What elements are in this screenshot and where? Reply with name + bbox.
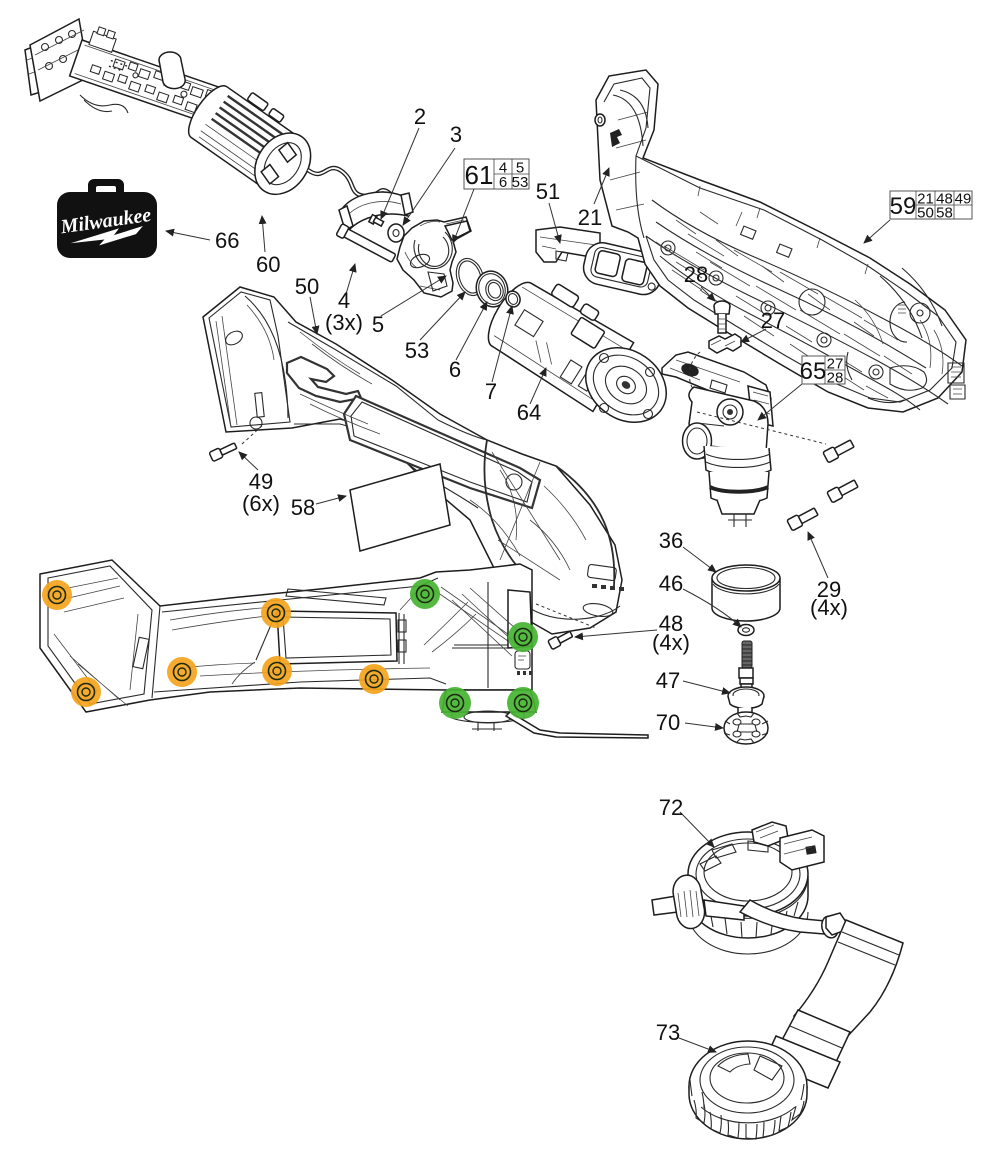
svg-text:5: 5 — [516, 160, 524, 177]
svg-text:58: 58 — [936, 205, 953, 222]
svg-text:(4x): (4x) — [810, 595, 848, 620]
svg-text:(3x): (3x) — [325, 310, 363, 335]
svg-text:6: 6 — [449, 357, 461, 382]
svg-text:50: 50 — [295, 274, 319, 299]
svg-text:28: 28 — [827, 370, 844, 387]
svg-text:27: 27 — [827, 356, 844, 373]
svg-text:5: 5 — [372, 312, 384, 337]
svg-text:48: 48 — [659, 611, 683, 636]
svg-text:2: 2 — [414, 104, 426, 129]
svg-text:4: 4 — [338, 288, 350, 313]
svg-text:21: 21 — [578, 205, 602, 230]
svg-text:47: 47 — [656, 668, 680, 693]
svg-text:53: 53 — [405, 338, 429, 363]
svg-text:58: 58 — [291, 495, 315, 520]
svg-text:4: 4 — [499, 160, 507, 177]
svg-text:21: 21 — [917, 191, 934, 208]
svg-text:27: 27 — [761, 308, 785, 333]
svg-text:64: 64 — [517, 400, 541, 425]
svg-text:59: 59 — [890, 193, 917, 220]
svg-text:28: 28 — [684, 262, 708, 287]
svg-text:61: 61 — [465, 160, 494, 190]
svg-text:53: 53 — [512, 174, 529, 191]
svg-text:48: 48 — [936, 191, 953, 208]
svg-text:73: 73 — [656, 1020, 680, 1045]
svg-text:7: 7 — [485, 379, 497, 404]
svg-text:(4x): (4x) — [652, 630, 690, 655]
svg-text:60: 60 — [256, 252, 280, 277]
svg-text:29: 29 — [817, 577, 841, 602]
svg-text:72: 72 — [659, 795, 683, 820]
svg-text:(6x): (6x) — [242, 491, 280, 516]
svg-text:3: 3 — [450, 122, 462, 147]
svg-text:51: 51 — [536, 179, 560, 204]
svg-text:49: 49 — [249, 469, 273, 494]
svg-text:70: 70 — [656, 710, 680, 735]
svg-text:6: 6 — [499, 174, 507, 191]
svg-text:66: 66 — [215, 228, 239, 253]
svg-text:36: 36 — [659, 528, 683, 553]
svg-text:46: 46 — [659, 571, 683, 596]
svg-text:49: 49 — [955, 191, 972, 208]
svg-text:50: 50 — [917, 205, 934, 222]
svg-text:65: 65 — [800, 358, 827, 385]
